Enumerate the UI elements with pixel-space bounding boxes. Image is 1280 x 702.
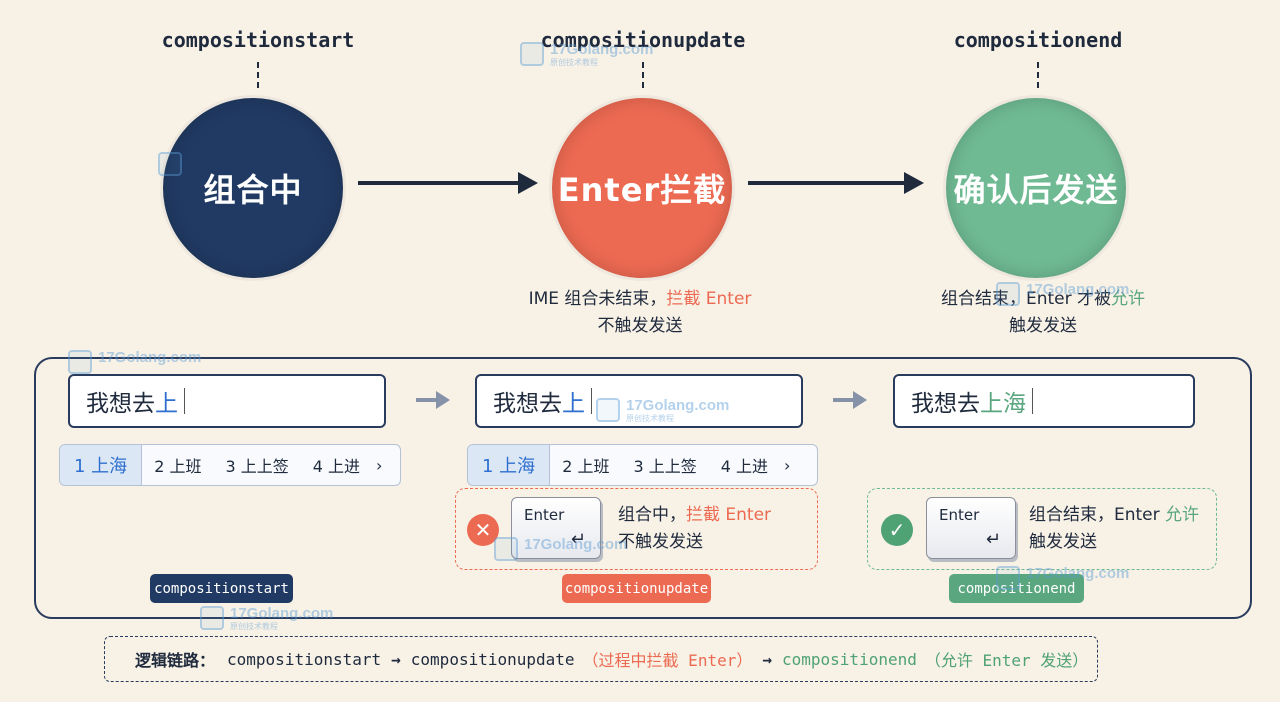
panel-arrow-1 xyxy=(416,398,438,402)
event-pill-end: compositionend xyxy=(949,574,1084,603)
candidate-item[interactable]: 3 上上签 xyxy=(633,457,697,476)
stage-label-start: compositionstart xyxy=(161,28,355,52)
panel-arrow-2 xyxy=(833,398,855,402)
connector-start xyxy=(257,62,259,88)
enter-key: Enter ↵ xyxy=(511,497,601,559)
chain-end-note: （允许 Enter 发送） xyxy=(924,651,1089,670)
text-caret xyxy=(1032,388,1033,414)
x-icon: ✕ xyxy=(467,514,499,546)
candidate-selected[interactable]: 1 上海 xyxy=(60,445,143,485)
enter-blocked-text: 组合中，拦截 Enter 不触发发送 xyxy=(618,505,772,552)
circle-composing: 组合中 xyxy=(163,98,343,278)
caption-end-highlight: 允许 xyxy=(1111,289,1146,309)
caption-update-highlight: 拦截 Enter xyxy=(666,289,752,309)
flow-arrow-1-head xyxy=(518,172,538,194)
return-icon: ↵ xyxy=(985,529,1001,550)
check-icon: ✓ xyxy=(881,514,913,546)
stage-label-update: compositionupdate xyxy=(540,28,746,52)
enter-key: Enter ↵ xyxy=(926,497,1016,559)
composing-text: 上 xyxy=(155,391,178,417)
text-caret xyxy=(184,388,185,414)
circle-composing-text: 组合中 xyxy=(203,171,303,209)
enter-blocked-note xyxy=(455,488,818,570)
circle-confirm-send: 确认后发送 xyxy=(946,98,1126,278)
caption-end: 组合结束，Enter 才被允许 触发发送 xyxy=(940,289,1146,336)
composing-text: 上 xyxy=(562,391,585,417)
circle-confirm-send-text: 确认后发送 xyxy=(953,171,1119,209)
enter-allowed-note xyxy=(867,488,1217,570)
candidate-item[interactable]: 4 上进 xyxy=(312,457,361,476)
flow-arrow-2 xyxy=(748,181,908,185)
ime-input-composing[interactable]: 我想去上 xyxy=(68,374,386,428)
connector-end xyxy=(1037,62,1039,88)
chain-update: compositionupdate xyxy=(410,649,575,669)
event-pill-update: compositionupdate xyxy=(562,574,711,603)
candidate-item[interactable]: 3 上上签 xyxy=(225,457,289,476)
flow-arrow-1 xyxy=(358,181,522,185)
text-caret xyxy=(591,388,592,414)
candidate-item[interactable]: 2 上班 xyxy=(562,457,610,476)
arrow-right-icon: → xyxy=(391,649,401,669)
return-icon: ↵ xyxy=(570,529,586,550)
ime-input-committed[interactable]: 我想去上海 xyxy=(893,374,1195,428)
circle-enter-block: Enter拦截 xyxy=(552,98,732,278)
circle-enter-block-text: Enter拦截 xyxy=(557,171,727,209)
ime-candidate-bar-2: 1 上海 2 上班 3 上上签 4 上进 › xyxy=(467,444,818,486)
candidate-item[interactable]: 2 上班 xyxy=(154,457,202,476)
chain-update-note: （过程中拦截 Enter） xyxy=(582,651,753,670)
ime-candidate-bar-1: 1 上海 2 上班 3 上上签 4 上进 › xyxy=(59,444,401,486)
ime-input-updating[interactable]: 我想去上 xyxy=(475,374,803,428)
candidate-selected[interactable]: 1 上海 xyxy=(468,445,551,485)
candidate-item[interactable]: 4 上进 xyxy=(720,457,769,476)
chain-start: compositionstart xyxy=(227,649,382,669)
event-pill-start: compositionstart xyxy=(150,574,293,603)
enter-allowed-text: 组合结束，Enter 允许 触发发送 xyxy=(1029,505,1200,552)
committed-text: 上海 xyxy=(980,391,1026,417)
chain-end: compositionend xyxy=(782,649,917,669)
demo-panel xyxy=(34,357,1252,619)
stage-label-end: compositionend xyxy=(953,28,1123,52)
flow-arrow-2-head xyxy=(904,172,924,194)
logic-chain: 逻辑链路： compositionstart → compositionupda… xyxy=(104,636,1098,682)
panel-arrow-2-head xyxy=(853,391,867,409)
chevron-right-icon[interactable]: › xyxy=(784,455,791,475)
chevron-right-icon[interactable]: › xyxy=(376,455,383,475)
panel-arrow-1-head xyxy=(436,391,450,409)
connector-update xyxy=(642,62,644,88)
caption-update: IME 组合未结束，拦截 Enter 不触发发送 xyxy=(528,289,752,336)
arrow-right-icon: → xyxy=(762,649,772,669)
logic-chain-label: 逻辑链路： xyxy=(135,651,216,670)
